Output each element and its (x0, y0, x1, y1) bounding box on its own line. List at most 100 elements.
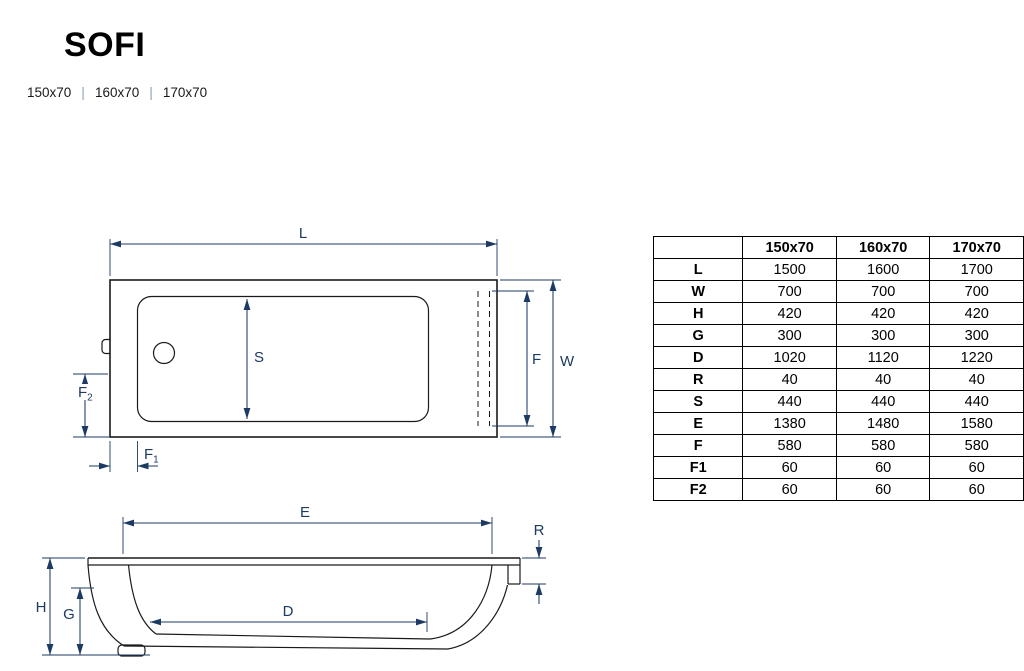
label-F: F (532, 351, 541, 368)
dimension-value: 1120 (835, 346, 931, 369)
column-header: 160x70 (835, 236, 931, 259)
size-variant: 170x70 (162, 84, 208, 100)
page-title: SOFI (64, 26, 146, 64)
row-label: H (652, 302, 744, 325)
row-label: G (652, 324, 744, 347)
dimension-value: 60 (929, 456, 1024, 479)
label-S: S (254, 349, 264, 366)
dimension-value: 440 (835, 390, 931, 413)
label-G: G (63, 606, 75, 623)
dimension-value: 440 (742, 390, 837, 413)
dimension-value: 700 (929, 280, 1024, 303)
label-W: W (560, 353, 575, 370)
dimension-value: 580 (742, 434, 837, 457)
row-label: W (652, 280, 744, 303)
separator: | (81, 84, 85, 100)
label-E: E (300, 504, 310, 521)
tub-profile (87, 557, 521, 657)
row-label: L (652, 258, 744, 281)
row-label: D (652, 346, 744, 369)
dimension-value: 1480 (835, 412, 931, 435)
label-F1: F1 (144, 446, 159, 466)
dimension-value: 300 (929, 324, 1024, 347)
row-label: S (652, 390, 744, 413)
column-header: 170x70 (929, 236, 1024, 259)
dimension-L: L (109, 225, 498, 276)
dimension-value: 1700 (929, 258, 1024, 281)
dimension-value: 60 (742, 456, 837, 479)
dimension-value: 1380 (742, 412, 837, 435)
dimension-value: 580 (929, 434, 1024, 457)
row-label: R (652, 368, 744, 391)
row-label: F (652, 434, 744, 457)
row-label: F2 (652, 478, 744, 501)
dimension-value: 420 (929, 302, 1024, 325)
dimension-value: 40 (742, 368, 837, 391)
dimension-F2: F2 (73, 373, 110, 438)
drain-fitting (117, 644, 146, 657)
dimension-value: 700 (835, 280, 931, 303)
size-variant: 150x70 (27, 84, 72, 100)
size-variant: 160x70 (94, 84, 140, 100)
dimension-value: 420 (742, 302, 837, 325)
dimension-value: 60 (835, 456, 931, 479)
label-H: H (36, 599, 47, 616)
dimension-value: 1020 (742, 346, 837, 369)
dimension-value: 1220 (929, 346, 1024, 369)
dimension-value: 1580 (929, 412, 1024, 435)
dimension-F: F (492, 290, 541, 427)
row-label: E (652, 412, 744, 435)
dimension-value: 60 (835, 478, 931, 501)
side-view-drawing: E R H G (36, 504, 546, 657)
column-header: 150x70 (742, 236, 837, 259)
dimension-value: 700 (742, 280, 837, 303)
dimension-D: D (150, 603, 428, 632)
top-view-drawing: L W F S (73, 225, 575, 472)
label-D: D (283, 603, 294, 620)
dimension-value: 40 (835, 368, 931, 391)
dimension-value: 580 (835, 434, 931, 457)
size-variants: 150x70 | 160x70 | 170x70 (27, 84, 207, 100)
dimension-R: R (522, 522, 546, 604)
dimension-H: H (36, 557, 150, 656)
corner-cell (652, 236, 744, 259)
dimension-value: 40 (929, 368, 1024, 391)
dimension-F1: F1 (89, 441, 159, 472)
dimension-value: 300 (835, 324, 931, 347)
separator: | (149, 84, 153, 100)
dimension-W: W (500, 279, 575, 438)
dimension-S: S (243, 299, 264, 419)
row-label: F1 (652, 456, 744, 479)
label-L: L (299, 225, 307, 242)
label-R: R (534, 522, 545, 539)
dimension-value: 60 (929, 478, 1024, 501)
dimension-E: E (122, 504, 493, 554)
dimension-value: 300 (742, 324, 837, 347)
dimension-value: 1600 (835, 258, 931, 281)
label-F2: F2 (78, 384, 93, 404)
dimension-value: 60 (742, 478, 837, 501)
dimension-value: 420 (835, 302, 931, 325)
dimension-G: G (63, 587, 94, 655)
overflow-hole (152, 341, 176, 365)
label-background (74, 384, 97, 400)
tub-outer-edge (109, 279, 498, 438)
dimension-value: 440 (929, 390, 1024, 413)
overflow-fitting (101, 338, 110, 355)
dimension-value: 1500 (742, 258, 837, 281)
